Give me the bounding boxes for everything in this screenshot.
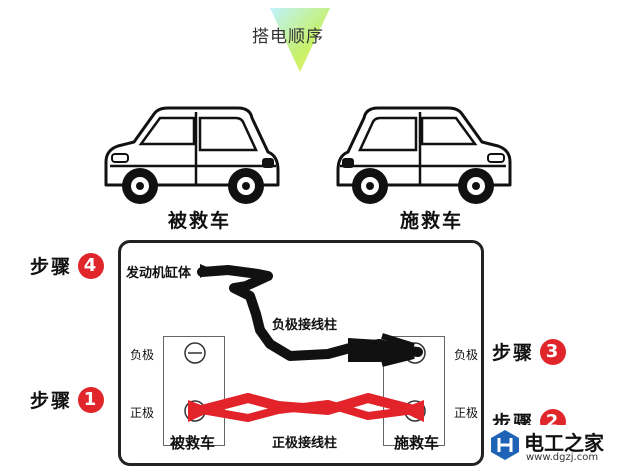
jumper-cables (184, 264, 426, 422)
right-positive-label: 正极 (454, 406, 479, 420)
rescued-car-illustration (104, 106, 280, 204)
page-title: 搭电顺序 (252, 27, 324, 47)
positive-cable-label: 正极接线柱 (272, 436, 338, 451)
step-1-badge: 1 (78, 386, 105, 413)
negative-cable-label: 负极接线柱 (272, 318, 338, 333)
rescuer-car-illustration (336, 106, 512, 204)
rescuer-car-label: 施救车 (400, 210, 464, 232)
step-word: 步骤 (30, 256, 73, 278)
logo-name: 电工之家 (524, 431, 604, 455)
left-negative-label: 负极 (130, 348, 155, 362)
logo-url: www.dgzj.com (526, 452, 599, 463)
logo-icon (491, 430, 519, 460)
bottom-rescuer-label: 施救车 (394, 434, 440, 452)
site-watermark: 电工之家 www.dgzj.com (486, 425, 614, 467)
right-negative-label: 负极 (454, 348, 479, 362)
rescued-car-label: 被救车 (168, 210, 232, 232)
wiring-diagram-frame (118, 240, 484, 466)
left-positive-label: 正极 (130, 406, 155, 420)
step-4-badge: 4 (78, 252, 105, 279)
step-1-label: 步骤 1 (30, 386, 105, 413)
bottom-rescued-label: 被救车 (170, 434, 216, 452)
step-3-label: 步骤 3 (492, 338, 567, 365)
step-word: 步骤 (492, 342, 535, 364)
step-3-badge: 3 (540, 338, 567, 365)
engine-block-label: 发动机缸体 (126, 266, 192, 281)
step-4-label: 步骤 4 (30, 252, 105, 279)
step-word: 步骤 (30, 390, 73, 412)
